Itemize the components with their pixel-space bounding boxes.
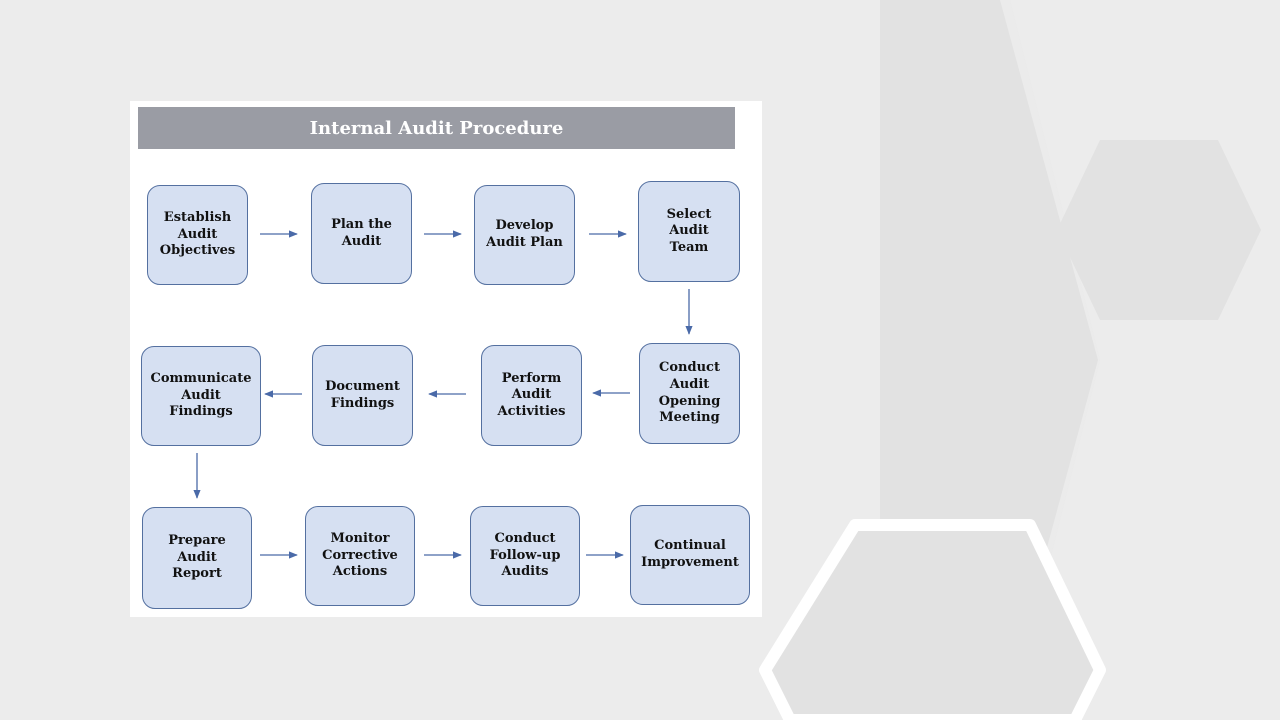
outlined-hexagon-shape <box>759 519 1106 720</box>
step-document-findings: Document Findings <box>312 345 413 446</box>
large-hexagon-highlight <box>900 0 1100 720</box>
step-communicate-audit-findings: Communicate Audit Findings <box>141 346 261 446</box>
step-conduct-follow-up-audits: Conduct Follow-up Audits <box>470 506 580 606</box>
step-plan-the-audit: Plan the Audit <box>311 183 412 284</box>
step-select-audit-team: Select Audit Team <box>638 181 740 282</box>
step-conduct-audit-opening-meeting: Conduct Audit Opening Meeting <box>639 343 740 444</box>
small-hexagon-shape <box>1057 140 1261 320</box>
step-establish-audit-objectives: Establish Audit Objectives <box>147 185 248 285</box>
step-monitor-corrective-actions: Monitor Corrective Actions <box>305 506 415 606</box>
step-perform-audit-activities: Perform Audit Activities <box>481 345 582 446</box>
step-develop-audit-plan: Develop Audit Plan <box>474 185 575 285</box>
step-continual-improvement: Continual Improvement <box>630 505 750 605</box>
diagram-title: Internal Audit Procedure <box>138 107 735 149</box>
step-prepare-audit-report: Prepare Audit Report <box>142 507 252 609</box>
